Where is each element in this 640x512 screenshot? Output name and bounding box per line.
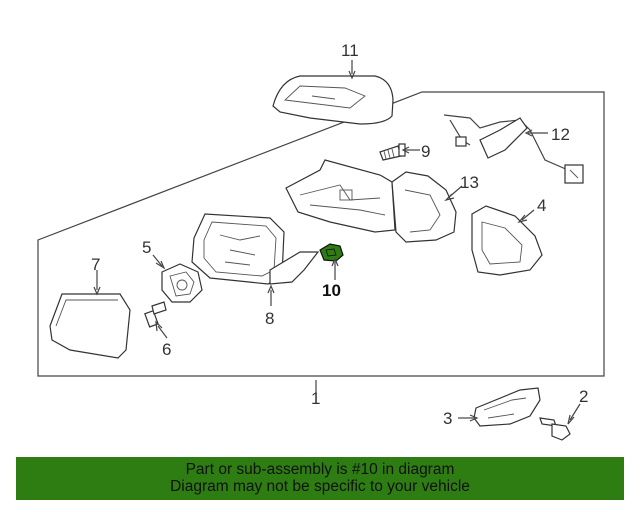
info-banner: Part or sub-assembly is #10 in diagram D… bbox=[16, 457, 624, 500]
leader-lines bbox=[93, 60, 581, 425]
part-10-clip-highlighted bbox=[319, 243, 344, 262]
callout-3: 3 bbox=[443, 409, 452, 428]
part-11-mirror-cap bbox=[272, 75, 394, 125]
part-6-screw bbox=[144, 301, 167, 328]
part-5-motor bbox=[161, 263, 203, 303]
callout-9: 9 bbox=[421, 142, 430, 161]
callout-5: 5 bbox=[142, 238, 151, 257]
callout-8: 8 bbox=[265, 309, 274, 328]
callout-10: 10 bbox=[322, 281, 341, 300]
callout-6: 6 bbox=[162, 340, 171, 359]
callout-12: 12 bbox=[551, 125, 570, 144]
parts-diagram: 11 9 12 13 4 5 7 6 8 10 1 3 2 bbox=[37, 41, 605, 441]
banner-line-2: Diagram may not be specific to your vehi… bbox=[170, 478, 470, 495]
part-3-bracket bbox=[473, 387, 541, 427]
part-8-glass-frame bbox=[191, 213, 320, 285]
callout-2: 2 bbox=[579, 387, 588, 406]
part-9-screw bbox=[379, 143, 406, 161]
callout-13: 13 bbox=[460, 173, 479, 192]
part-7-mirror-glass bbox=[49, 293, 131, 359]
part-2-bolt bbox=[539, 417, 571, 441]
part-4-side-cover bbox=[471, 205, 543, 276]
part-12-wiring-harness bbox=[443, 114, 584, 184]
assembly-boundary bbox=[37, 91, 605, 377]
part-13-mirror-base bbox=[285, 159, 457, 243]
callout-7: 7 bbox=[91, 255, 100, 274]
callout-4: 4 bbox=[537, 196, 546, 215]
callout-1: 1 bbox=[311, 389, 320, 408]
callout-11: 11 bbox=[341, 41, 359, 60]
banner-line-1: Part or sub-assembly is #10 in diagram bbox=[185, 461, 455, 478]
